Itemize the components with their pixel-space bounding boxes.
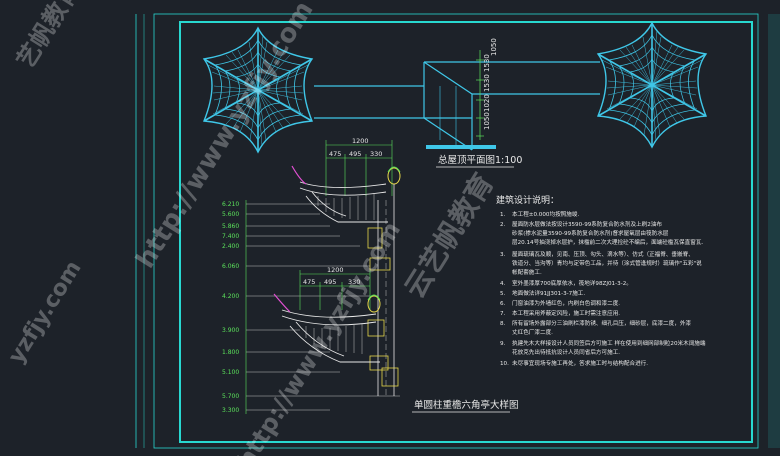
roof-plan: 1530 1530 1020 1050 1050 总屋顶平面图1:100 — [203, 22, 707, 168]
elev-5: 2.400 — [222, 243, 239, 250]
note-num-5: 5. — [500, 291, 506, 297]
section-title: 单圆柱重檐六角亭大样图 — [414, 399, 519, 411]
elev-4: 7.400 — [222, 233, 239, 240]
elev-6: 6.060 — [222, 263, 239, 270]
elev-8: 3.900 — [222, 327, 239, 334]
note-8-line-2: 丈红色厂漆二度. — [512, 328, 553, 336]
note-3-line-1: 屋面琉璃瓦及顺，见南、压顶、勾头、滴水等）、仿式（正福脊、垂嵌脊、 — [512, 250, 694, 258]
sec-dim-mid-total: 1200 — [327, 266, 344, 274]
plan-dim-2: 1530 — [483, 74, 491, 92]
elev-2: 5.600 — [222, 211, 239, 218]
elev-10: 5.100 — [222, 369, 239, 376]
watermark-brand-2: 云艺帆教育 — [398, 167, 500, 303]
watermark-url-3: yzfjy.com — [4, 257, 87, 369]
gallery-roof — [314, 61, 600, 151]
plan-dim-5: 1050 — [490, 38, 498, 56]
elev-1: 6.210 — [222, 201, 239, 208]
level-lines — [246, 203, 400, 411]
lower-eave — [281, 309, 380, 363]
elevation-markers: 6.210 5.600 5.860 7.400 2.400 6.060 4.20… — [222, 201, 239, 414]
notes-title: 建筑设计说明： — [496, 194, 559, 206]
sec-dim-mid-2: 495 — [324, 278, 336, 286]
sec-dim-mid-3: 330 — [348, 278, 360, 286]
note-3-line-3: 帐配套施工. — [512, 268, 542, 276]
note-3-line-2: 铁道分、当沟等）青均与定带色工品，并待（涂式管逢规时）琉璃作"五彩"说 — [512, 259, 702, 267]
note-2-line-1: 屋面防水层做法按设计3590-99系防复合防水剂及上刷2油布 — [512, 220, 662, 228]
note-num-2: 2. — [500, 222, 506, 228]
upper-finial — [387, 166, 401, 200]
note-5-line-1: 地面做法详91JJ301-3-7施工. — [512, 289, 585, 297]
upper-rafters — [317, 194, 375, 220]
note-num-8: 8. — [500, 321, 506, 327]
sec-dim-top-total: 1200 — [352, 137, 369, 145]
sec-dim-top-3: 330 — [370, 150, 382, 158]
drawing-frame — [135, 13, 780, 449]
note-2-line-3: 层20.14号抽浇掉水层护，抹槛前二次大理捡砼不编后，面端砼槛瓦保直窗瓦. — [512, 238, 703, 246]
watermark-brand-1: 艺帆教育 — [11, 0, 86, 73]
elev-9: 1.800 — [222, 349, 239, 356]
design-notes: 建筑设计说明： 1. 本工程±0.000均按照施竣. 2. 屋面防水层做法按设计… — [496, 194, 706, 367]
note-9-line-2: 花放克先出待抵抗设计人员同省后方可施工. — [512, 348, 620, 356]
note-num-1: 1. — [500, 212, 506, 218]
note-4-line-1: 室外墨漆厚700底厚依水，筏地详98ZJ01-3-2。 — [512, 279, 632, 287]
upper-eave — [299, 181, 388, 223]
roof-plan-hexagon-right — [597, 22, 707, 148]
note-9-line-1: 执建先木大样接设计人员同签后方可施工 样在使用到细网部制粒20米木阔施端 — [512, 339, 706, 347]
plan-dim-3: 1020 — [483, 94, 491, 112]
elev-3: 5.860 — [222, 223, 239, 230]
elev-11: 5.700 — [222, 393, 239, 400]
lower-finial — [367, 294, 381, 313]
pavilion-section: 1200 475 495 330 — [222, 137, 519, 414]
plan-dim-4: 1050 — [483, 112, 491, 130]
plan-dim-1: 1530 — [483, 54, 491, 72]
elev-7: 4.200 — [222, 293, 239, 300]
watermarks: http://www.yzfjy.com 艺帆教育 http://www.yzf… — [4, 0, 500, 456]
note-num-9: 9. — [500, 341, 506, 347]
note-num-10: 10. — [500, 361, 509, 367]
sec-dim-top-2: 495 — [349, 150, 361, 158]
note-num-4: 4. — [500, 281, 506, 287]
sec-dim-top-1: 475 — [329, 150, 341, 158]
plan-dimension-chain — [476, 50, 484, 140]
note-num-3: 3. — [500, 252, 506, 258]
note-7-line-1: 本工程采用斧蔽定风险，施工时需注意应用. — [512, 309, 620, 317]
note-num-6: 6. — [500, 301, 506, 307]
note-2-line-2: 砂浆(掺水泥量3590-99系防复合防水剂)督求屋氧层由筏防水层 — [512, 229, 669, 237]
note-1-line-1: 本工程±0.000均按照施竣. — [512, 210, 579, 218]
plan-title: 总屋顶平面图1:100 — [438, 154, 522, 166]
sec-dim-mid-1: 475 — [303, 278, 315, 286]
section-dims-mid — [299, 270, 371, 310]
elev-12: 3.300 — [222, 407, 239, 414]
note-8-line-1: 所有留场外露部分三油刷栏漆防锈、细孔目压，细砂层，底漆二度，外漆 — [512, 319, 691, 327]
note-num-7: 7. — [500, 311, 506, 317]
note-10-line-1: 未尽事宜现场专施工再处，答求施工时与结构配合进行. — [512, 359, 648, 367]
note-6-line-1: 门窗油漆为外墙红色，内刷白色调和漆二度. — [512, 299, 620, 307]
lower-rafters — [305, 324, 363, 354]
